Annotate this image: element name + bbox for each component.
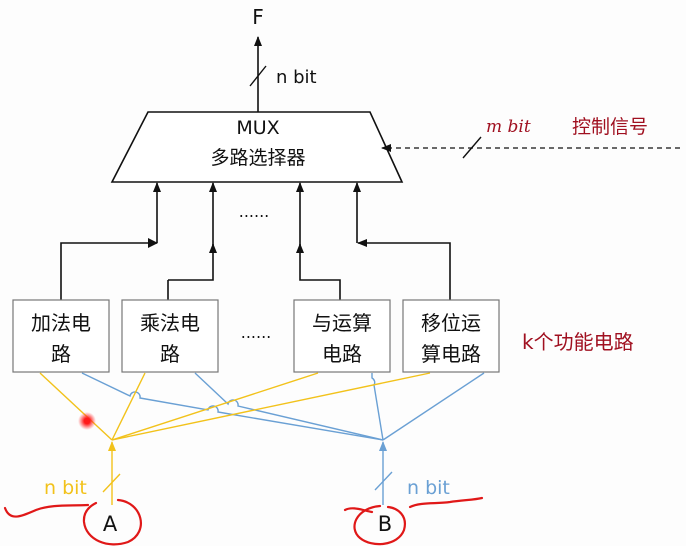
- unit-and-line2: 电路: [322, 342, 362, 366]
- annotation-circle-b: [353, 504, 406, 546]
- unit2-to-mux-route: [168, 243, 217, 281]
- unit3-to-mux: [296, 243, 341, 300]
- unit-shifter-line2: 算电路: [421, 342, 481, 366]
- handwritten-annotations: [3, 496, 484, 546]
- a-to-and: [111, 372, 319, 441]
- a-width-slash: [102, 473, 121, 493]
- unit-multiplier: 乘法电 路: [121, 299, 219, 373]
- input-b-label: B: [378, 512, 392, 536]
- control-width-slash: [462, 136, 482, 159]
- annotation-underline-b: [343, 507, 374, 514]
- unit-adder: 加法电 路: [12, 299, 110, 373]
- input-a-fanout: [39, 372, 431, 505]
- output-width-label: n bit: [276, 67, 317, 88]
- control-width-label: m bit: [486, 117, 531, 137]
- b-to-shifter: [382, 372, 485, 441]
- unit-adder-line2: 路: [51, 342, 71, 366]
- annotation-underline-a: [3, 503, 90, 518]
- b-width-slash: [374, 471, 393, 491]
- annotation-underline-b-right: [408, 496, 484, 509]
- annotation-circle-a: [82, 498, 142, 546]
- units-label: k个功能电路: [522, 330, 634, 354]
- units-ellipsis: ......: [241, 323, 272, 342]
- a-to-adder: [39, 372, 113, 441]
- unit-adder-line1: 加法电: [31, 311, 91, 335]
- laser-pointer-core: [83, 417, 91, 425]
- mux-subtitle: 多路选择器: [210, 147, 305, 169]
- control-label: 控制信号: [572, 116, 648, 138]
- unit-shifter-line1: 移位运: [421, 311, 481, 335]
- unit-shifter: 移位运 算电路: [402, 299, 500, 373]
- mux-block: [110, 111, 404, 183]
- b-to-adder: [81, 372, 384, 441]
- unit1-to-mux: [60, 242, 157, 300]
- unit-multiplier-line2: 路: [160, 342, 180, 366]
- input-a-width-label: n bit: [44, 477, 87, 499]
- unit-and: 与运算 电路: [293, 299, 391, 373]
- input-a-label: A: [103, 512, 118, 536]
- unit1-arrowhead: [148, 238, 158, 248]
- mux-title: MUX: [236, 117, 279, 139]
- output-width-slash: [249, 65, 267, 87]
- unit-multiplier-line1: 乘法电: [140, 311, 200, 335]
- output-label: F: [252, 5, 264, 29]
- a-to-shifter: [111, 372, 431, 441]
- unit4-to-mux: [357, 239, 451, 300]
- mux-ellipsis: ......: [239, 202, 270, 221]
- input-b-width-label: n bit: [407, 477, 450, 499]
- a-to-multiplier: [111, 372, 146, 441]
- unit-and-line1: 与运算: [312, 311, 372, 335]
